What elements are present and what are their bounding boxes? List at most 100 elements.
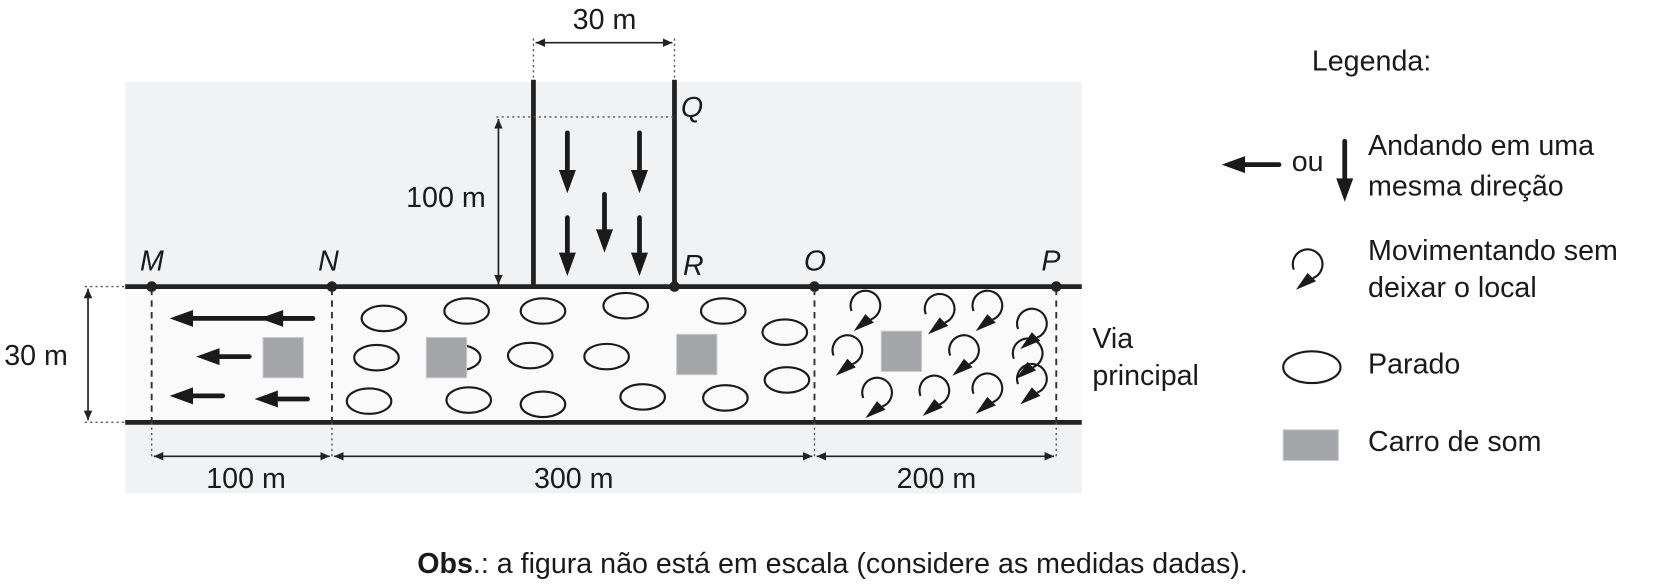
swirl-arc bbox=[923, 292, 956, 324]
road-label-line1: Via bbox=[1092, 323, 1133, 355]
moving-in-place-icon bbox=[948, 334, 980, 376]
stopped-person-icon bbox=[345, 387, 393, 415]
sound-car-icon bbox=[262, 336, 304, 379]
stopped-person-icon bbox=[702, 384, 749, 412]
sound-car-icon bbox=[425, 336, 468, 379]
legend-ellipse-icon bbox=[1282, 350, 1342, 385]
legend-swirl-icon bbox=[1291, 248, 1324, 290]
arrow-head bbox=[259, 309, 284, 327]
swirl-arc bbox=[1291, 248, 1324, 280]
swirl-arrowhead bbox=[1295, 272, 1317, 290]
legend-walking-1: Andando em uma bbox=[1368, 130, 1594, 162]
arrow-head bbox=[1336, 178, 1354, 202]
arrow-head bbox=[558, 252, 576, 277]
arrow-head bbox=[169, 387, 194, 405]
swirl-arrowhead bbox=[853, 314, 874, 332]
sound-car-icon bbox=[880, 330, 923, 372]
swirl-arc bbox=[971, 289, 1004, 321]
point-Q: Q bbox=[681, 92, 703, 124]
swirl-arc bbox=[1016, 362, 1048, 394]
legend-walking-2: mesma direção bbox=[1368, 170, 1564, 202]
legend-left-arrow-icon bbox=[1221, 156, 1282, 174]
stopped-person-icon bbox=[583, 342, 630, 371]
walking-down-icon bbox=[558, 215, 576, 277]
swirl-arrowhead bbox=[975, 396, 996, 414]
point-R: R bbox=[683, 250, 704, 282]
dim-road-width-label: 30 m bbox=[4, 340, 68, 372]
stopped-person-icon bbox=[519, 390, 567, 419]
swirl-arc bbox=[971, 372, 1004, 404]
arrow-head bbox=[631, 252, 648, 277]
walking-left-icon bbox=[254, 390, 310, 408]
legend-stopped: Parado bbox=[1368, 349, 1460, 381]
legend-title: Legenda: bbox=[1312, 45, 1431, 77]
swirl-arc bbox=[1016, 307, 1048, 339]
stopped-person-icon bbox=[360, 304, 408, 333]
legend-sound-car-icon bbox=[1282, 429, 1339, 462]
moving-in-place-icon bbox=[923, 292, 956, 335]
moving-in-place-icon bbox=[849, 289, 882, 332]
stopped-person-icon bbox=[506, 341, 554, 370]
arrow-head bbox=[1221, 156, 1246, 174]
moving-in-place-icon bbox=[861, 376, 893, 419]
swirl-arc bbox=[849, 289, 882, 321]
dim-OP-label: 200 m bbox=[897, 463, 977, 495]
arrow-head bbox=[254, 390, 278, 408]
note: Obs.: a figura não está em escala (consi… bbox=[417, 548, 1248, 580]
swirl-arrowhead bbox=[1020, 387, 1041, 405]
legend-moving-1: Movimentando sem bbox=[1368, 235, 1618, 267]
stopped-person-icon bbox=[699, 297, 747, 325]
moving-in-place-icon bbox=[971, 372, 1004, 414]
point-P: P bbox=[1041, 246, 1060, 278]
point-markers bbox=[146, 281, 1062, 292]
stopped-person-icon bbox=[443, 297, 490, 325]
dim-MN-label: 100 m bbox=[206, 463, 286, 495]
walking-down-icon bbox=[596, 191, 613, 253]
point-O: O bbox=[804, 246, 826, 278]
walking-left-icon bbox=[196, 348, 252, 366]
dim-top-width-label: 30 m bbox=[573, 4, 637, 36]
stopped-person-icon bbox=[519, 297, 567, 325]
walking-left-icon bbox=[169, 387, 226, 405]
moving-in-place-icon bbox=[1011, 337, 1044, 379]
moving-in-place-icon bbox=[918, 374, 951, 416]
swirl-arrowhead bbox=[922, 399, 943, 416]
stopped-person-icon bbox=[761, 318, 809, 346]
arrow-head bbox=[558, 169, 576, 194]
legend-down-arrow-icon bbox=[1336, 138, 1354, 202]
swirl-arc bbox=[948, 334, 980, 366]
arrow-head bbox=[169, 309, 194, 327]
point-M: M bbox=[140, 246, 164, 278]
arrow-head bbox=[631, 169, 648, 194]
arrow-head bbox=[196, 348, 220, 366]
walking-down-icon bbox=[631, 215, 648, 277]
note-bold: Obs bbox=[417, 548, 473, 580]
swirl-arc bbox=[1011, 337, 1044, 369]
swirl-arc bbox=[918, 374, 951, 406]
sound-car-icon bbox=[676, 333, 718, 376]
section-dividers bbox=[150, 288, 1058, 459]
legend-or: ou bbox=[1292, 146, 1324, 178]
dim-NO-label: 300 m bbox=[534, 463, 614, 495]
swirl-arrowhead bbox=[865, 401, 886, 419]
swirl-arrowhead bbox=[1015, 361, 1037, 379]
stopped-person-icon bbox=[619, 383, 667, 411]
point-N: N bbox=[318, 246, 339, 278]
swirl-arrowhead bbox=[835, 358, 856, 376]
note-text: .: a figura não está em escala (consider… bbox=[473, 548, 1248, 580]
moving-in-place-icon bbox=[831, 334, 864, 376]
moving-in-place-icon bbox=[971, 289, 1004, 332]
stopped-person-icon bbox=[763, 366, 811, 394]
stopped-person-icon bbox=[602, 291, 650, 320]
road-label-line2: principal bbox=[1092, 360, 1199, 392]
legend-moving-2: deixar o local bbox=[1368, 272, 1537, 304]
arrow-head bbox=[596, 229, 613, 253]
swirl-arrowhead bbox=[952, 358, 973, 376]
stopped-person-icon bbox=[445, 386, 493, 414]
walking-down-icon bbox=[558, 130, 576, 194]
walking-left-icon bbox=[259, 309, 316, 327]
swirl-arc bbox=[831, 334, 864, 366]
walking-down-icon bbox=[631, 130, 648, 194]
swirl-arrowhead bbox=[927, 317, 949, 335]
